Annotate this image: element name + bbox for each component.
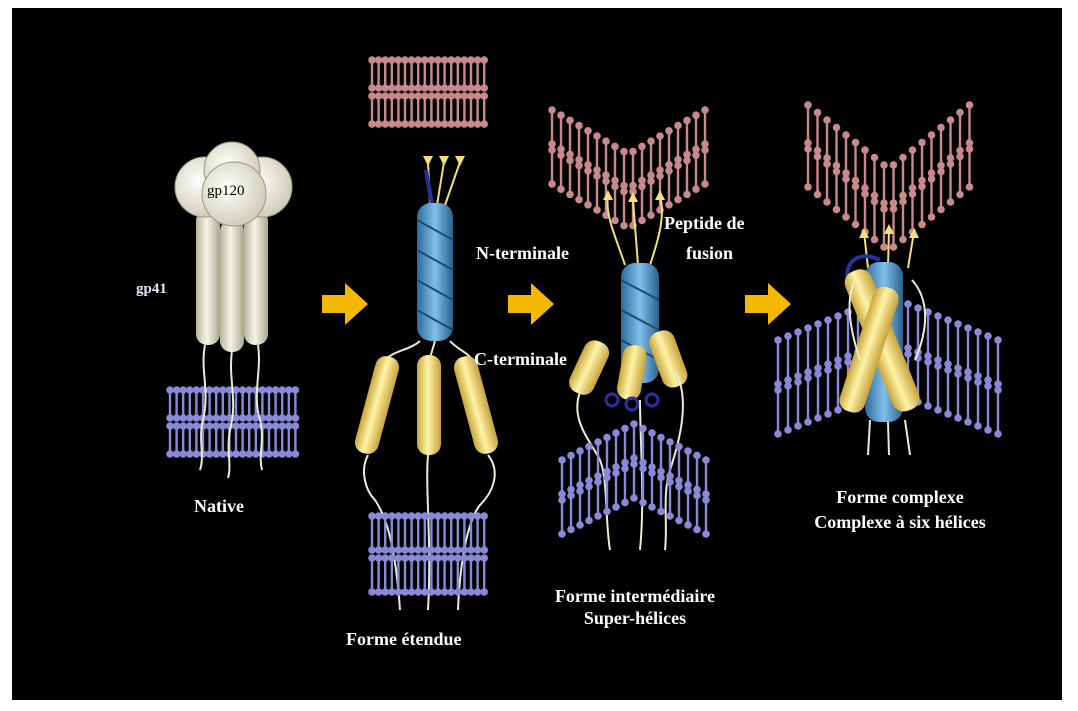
peptide-label-line2: fusion xyxy=(686,242,733,264)
intermediate-structure xyxy=(549,107,708,550)
extended-structure xyxy=(352,57,500,610)
arrow-2 xyxy=(508,283,554,325)
intermediaire-label-line2: Super-hélices xyxy=(520,607,750,629)
complexe-label-line2: Complexe à six hélices xyxy=(775,511,1025,533)
n-terminale-label: N-terminale xyxy=(476,242,569,264)
peptide-label-line1: Peptide de xyxy=(664,212,745,234)
gp120-label: gp120 xyxy=(207,183,245,200)
forme-etendue-label: Forme étendue xyxy=(346,628,461,650)
c-terminale-label: C-terminale xyxy=(474,348,567,370)
arrow-3 xyxy=(745,283,791,325)
intermediaire-label-line1: Forme intermédiaire xyxy=(520,585,750,607)
gp41-label: gp41 xyxy=(136,278,167,300)
arrow-1 xyxy=(322,283,368,325)
complex-structure xyxy=(775,102,1000,455)
native-label: Native xyxy=(194,495,244,517)
complexe-label-line1: Forme complexe xyxy=(775,486,1025,508)
